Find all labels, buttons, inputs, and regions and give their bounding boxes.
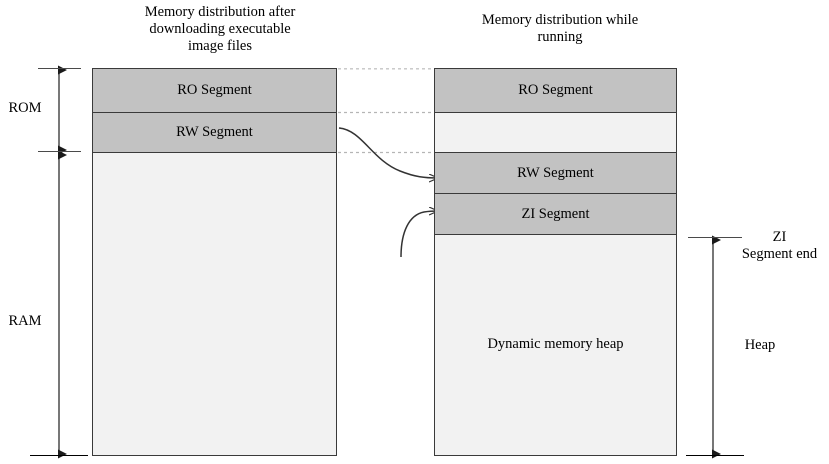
right-segment-heap-label: Dynamic memory heap <box>487 336 624 352</box>
right-segment-ro: RO Segment <box>435 69 676 113</box>
right-segment-zi: ZI Segment <box>435 194 676 235</box>
right-segment-gap <box>435 113 676 153</box>
heap-tick-bottom <box>686 455 744 456</box>
right-segment-rw-label: RW Segment <box>517 164 594 181</box>
left-segment-rw-label: RW Segment <box>176 124 253 140</box>
rom-tick-top <box>38 68 81 69</box>
heap-label: Heap <box>744 337 776 353</box>
right-segment-zi-label: ZI Segment <box>521 205 590 222</box>
right-segment-rw: RW Segment <box>435 153 676 194</box>
left-segment-rw: RW Segment <box>93 113 336 153</box>
zi-segment-end-tick <box>688 237 742 238</box>
rom-label: ROM <box>8 100 42 116</box>
right-segment-ro-label: RO Segment <box>518 82 593 98</box>
rom-tick-bottom <box>38 151 81 152</box>
rw-transfer-arrow <box>338 127 438 178</box>
ram-tick-bottom <box>30 455 88 456</box>
left-segment-ro: RO Segment <box>93 69 336 113</box>
ram-label: RAM <box>8 313 42 329</box>
zi-transfer-arrow <box>400 211 438 258</box>
right-segment-heap: Dynamic memory heap <box>435 235 676 454</box>
dotted-guide-lines <box>338 68 433 154</box>
left-segment-ro-label: RO Segment <box>177 82 252 98</box>
left-diagram-title: Memory distribution after downloading ex… <box>144 4 296 54</box>
right-diagram-title: Memory distribution while running <box>481 12 639 45</box>
left-segment-free <box>93 153 336 454</box>
left-memory-column: RO Segment RW Segment <box>92 68 337 456</box>
right-memory-column: RO Segment RW Segment ZI Segment Dynamic… <box>434 68 677 456</box>
zi-segment-end-label: ZI Segment end <box>741 229 818 262</box>
